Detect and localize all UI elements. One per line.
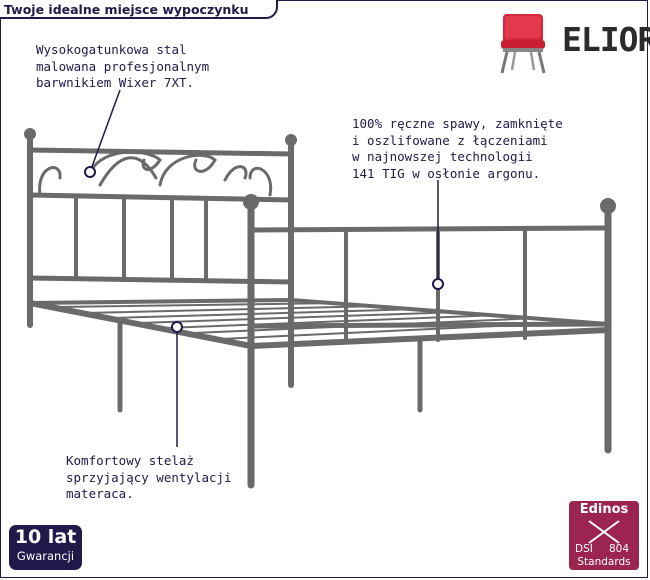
edinos-emblem-icon: [588, 520, 620, 544]
tagline: Twoje idealne miejsce wypoczynku: [0, 0, 278, 19]
chair-icon: [500, 14, 546, 74]
callout-marker-welds: [432, 278, 444, 290]
callout-steel: Wysokogatunkowa stal malowana profesjona…: [36, 42, 210, 90]
callout-marker-slats: [171, 321, 183, 333]
warranty-label: Gwarancji: [16, 549, 75, 563]
edinos-title: Edinos: [579, 502, 629, 517]
warranty-badge: 10 lat Gwarancji: [9, 525, 82, 570]
callout-slats: Komfortowy stelaż sprzyjający wentylacji…: [66, 453, 232, 501]
callout-welds: 100% ręczne spawy, zamknięte i oszlifowa…: [352, 116, 563, 181]
edinos-number: 804: [609, 543, 630, 555]
warranty-years: 10 lat: [14, 526, 77, 548]
edinos-dsi: DSI: [575, 543, 593, 555]
callout-marker-steel: [84, 166, 96, 178]
brand-logo: ELIOR: [562, 20, 650, 59]
edinos-badge: Edinos DSI 804 Standards: [569, 501, 639, 570]
edinos-standards: Standards: [577, 556, 631, 568]
